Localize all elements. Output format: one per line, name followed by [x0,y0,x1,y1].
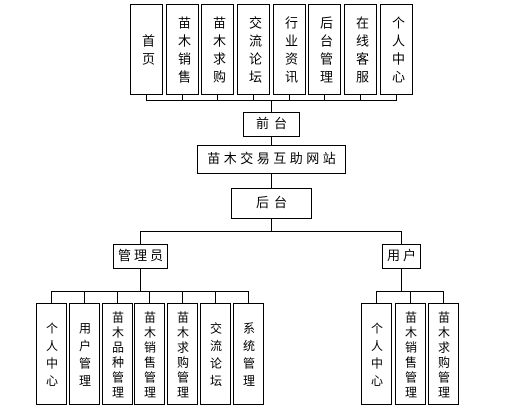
back-end-label: 后台 [255,196,292,211]
user-module-personal-center: 个人中心 [361,303,392,405]
module-label: 用户管理 [77,321,92,392]
front-module-seedling-sales: 苗木销售 [166,4,199,95]
role-label: 管理员 [117,249,166,264]
module-label: 行业资讯 [282,16,297,88]
role-label: 用户 [386,249,419,264]
module-label: 个人中心 [389,16,404,88]
front-end-label: 前台 [255,117,292,132]
module-label: 苗木求购 [210,16,225,88]
front-module-backend-admin: 后台管理 [308,4,341,95]
module-label: 首页 [139,34,154,70]
admin-module-system-management: 系统管理 [233,303,264,405]
admin-module-personal-center: 个人中心 [36,303,67,405]
module-label: 个人中心 [44,321,59,392]
front-module-online-service: 在线客服 [344,4,377,95]
module-label: 系统管理 [241,321,256,392]
module-label: 苗木求购管理 [175,310,190,401]
root-node: 苗木交易互助网站 [197,145,346,174]
module-label: 个人中心 [369,321,384,392]
module-label: 交流论坛 [246,16,261,88]
front-end-node: 前台 [243,112,300,137]
front-module-seedling-purchase: 苗木求购 [201,4,234,95]
module-label: 苗木销售管理 [403,310,418,401]
admin-module-purchase-management: 苗木求购管理 [167,303,198,405]
module-label: 苗木品种管理 [110,310,125,401]
role-node-user: 用户 [382,244,421,269]
role-node-admin: 管理员 [113,244,168,269]
module-label: 在线客服 [353,16,368,88]
user-module-purchase-management: 苗木求购管理 [428,303,459,405]
user-module-sales-management: 苗木销售管理 [395,303,426,405]
admin-module-user-management: 用户管理 [69,303,100,405]
back-end-node: 后台 [231,188,312,219]
admin-module-sales-management: 苗木销售管理 [134,303,165,405]
front-module-forum: 交流论坛 [237,4,270,95]
front-module-industry-news: 行业资讯 [273,4,306,95]
module-label: 苗木求购管理 [436,310,451,401]
admin-module-variety-management: 苗木品种管理 [102,303,133,405]
module-label: 交流论坛 [208,321,223,392]
admin-module-forum: 交流论坛 [200,303,231,405]
module-label: 苗木销售管理 [142,310,157,401]
front-module-home: 首页 [130,4,163,95]
root-label: 苗木交易互助网站 [207,152,340,167]
module-label: 后台管理 [317,16,332,88]
front-module-personal-center: 个人中心 [380,4,413,95]
module-label: 苗木销售 [175,16,190,88]
